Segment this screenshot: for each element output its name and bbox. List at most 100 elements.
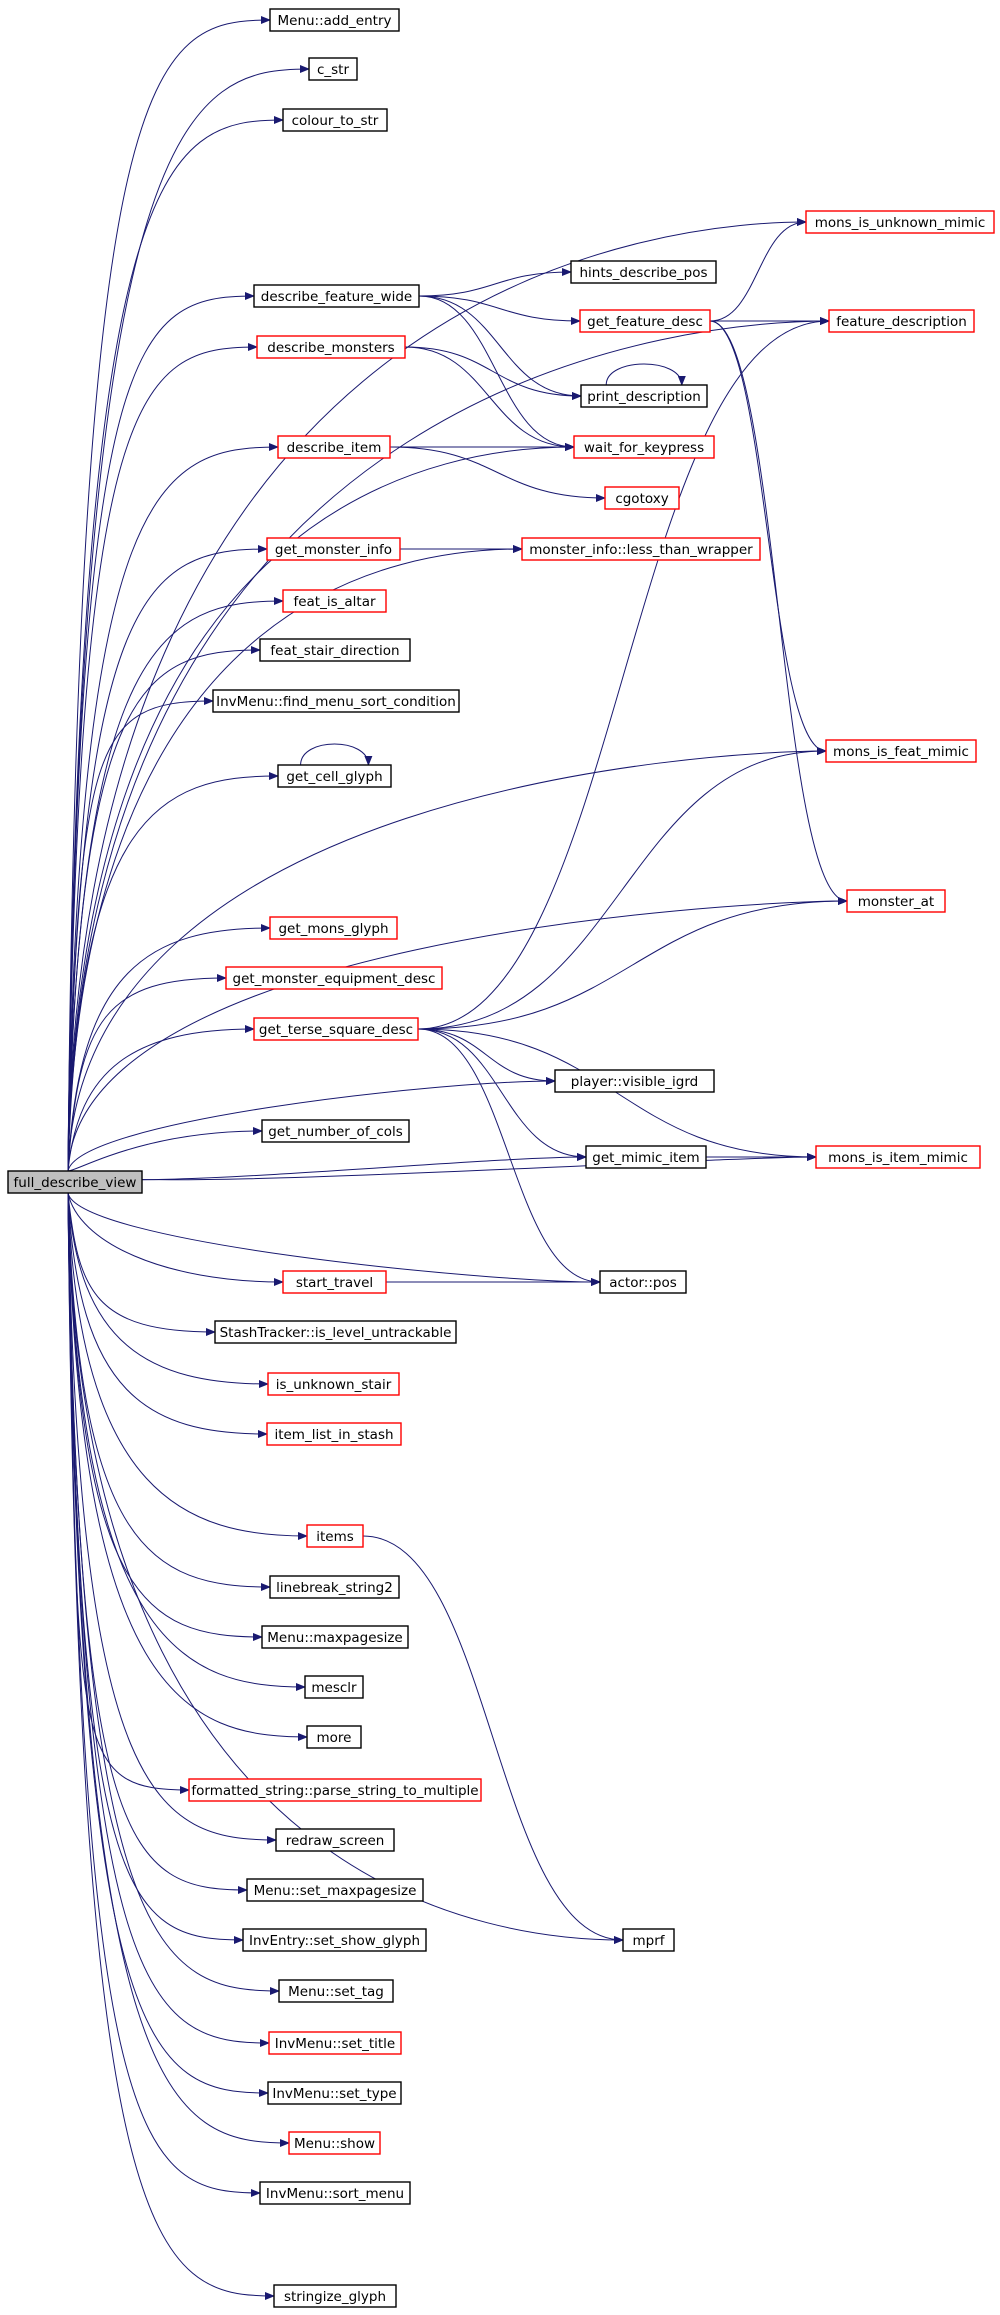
node-mons_is_feat_mimic[interactable]: mons_is_feat_mimic [825, 739, 977, 763]
node-label: get_monster_info [275, 542, 392, 558]
node-stashtracker_is_level_untrackable[interactable]: StashTracker::is_level_untrackable [214, 1320, 457, 1344]
node-colour_to_str[interactable]: colour_to_str [282, 108, 388, 132]
node-label: mprf [632, 1933, 665, 1949]
node-box [269, 1575, 400, 1599]
node-label: describe_monsters [267, 340, 394, 356]
edge-full_describe_view-to-get_mons_glyph [67, 924, 271, 1172]
node-label: is_unknown_stair [276, 1377, 392, 1393]
node-label: colour_to_str [292, 113, 379, 129]
node-box [253, 284, 420, 308]
node-label: InvMenu::set_title [275, 2036, 395, 2052]
node-redraw_screen[interactable]: redraw_screen [275, 1828, 395, 1852]
node-feature_description[interactable]: feature_description [828, 309, 975, 333]
node-actor_pos[interactable]: actor::pos [599, 1270, 687, 1294]
node-get_terse_square_desc[interactable]: get_terse_square_desc [253, 1017, 419, 1041]
node-label: mons_is_unknown_mimic [815, 215, 986, 231]
node-monster_info_less_than_wrapper[interactable]: monster_info::less_than_wrapper [521, 537, 761, 561]
node-label: actor::pos [609, 1275, 677, 1291]
edges-layer [67, 16, 848, 2300]
node-c_str[interactable]: c_str [308, 57, 358, 81]
node-box [282, 108, 388, 132]
edge-full_describe_view-to-get_monster_equipment_desc [67, 974, 227, 1172]
node-box [266, 1422, 402, 1446]
edge-get_terse_square_desc-to-mons_is_feat_mimic [417, 747, 827, 1030]
node-full_describe_view[interactable]: full_describe_view [7, 1170, 143, 1194]
node-mons_is_unknown_mimic[interactable]: mons_is_unknown_mimic [805, 210, 995, 234]
edge-print_description-to-print_description [605, 363, 686, 386]
node-invmenu_set_title[interactable]: InvMenu::set_title [268, 2031, 402, 2055]
edge-full_describe_view-to-monster_at [67, 897, 848, 1172]
node-items[interactable]: items [306, 1524, 364, 1548]
node-inventry_set_show_glyph[interactable]: InvEntry::set_show_glyph [242, 1928, 427, 1952]
node-box [579, 309, 711, 333]
node-feat_stair_direction[interactable]: feat_stair_direction [259, 638, 411, 662]
node-menu_show[interactable]: Menu::show [288, 2131, 381, 2155]
node-feat_is_altar[interactable]: feat_is_altar [282, 589, 387, 613]
node-box [805, 210, 995, 234]
node-print_description[interactable]: print_description [580, 384, 708, 408]
edge-full_describe_view-to-mesclr [67, 1192, 306, 1691]
node-player_visible_igrd[interactable]: player::visible_igrd [554, 1069, 715, 1093]
node-label: StashTracker::is_level_untrackable [220, 1325, 452, 1341]
node-invmenu_find_menu_sort_condition[interactable]: InvMenu::find_menu_sort_condition [212, 689, 460, 713]
node-label: monster_info::less_than_wrapper [529, 542, 753, 558]
node-cgotoxy[interactable]: cgotoxy [604, 486, 680, 510]
node-menu_set_tag[interactable]: Menu::set_tag [278, 1979, 394, 2003]
node-get_mimic_item[interactable]: get_mimic_item [585, 1145, 707, 1169]
node-describe_feature_wide[interactable]: describe_feature_wide [253, 284, 420, 308]
node-box [306, 1725, 362, 1749]
node-box [599, 1270, 687, 1294]
node-invmenu_set_type[interactable]: InvMenu::set_type [267, 2081, 402, 2105]
node-box [604, 486, 680, 510]
node-wait_for_keypress[interactable]: wait_for_keypress [573, 435, 715, 459]
edge-full_describe_view-to-player_visible_igrd [67, 1077, 556, 1172]
node-box [521, 537, 761, 561]
node-box [267, 2081, 402, 2105]
node-is_unknown_stair[interactable]: is_unknown_stair [267, 1372, 400, 1396]
node-describe_monsters[interactable]: describe_monsters [256, 335, 406, 359]
node-hints_describe_pos[interactable]: hints_describe_pos [570, 260, 717, 284]
node-describe_item[interactable]: describe_item [277, 435, 391, 459]
node-get_monster_equipment_desc[interactable]: get_monster_equipment_desc [225, 966, 443, 990]
node-box [573, 435, 715, 459]
node-menu_set_maxpagesize[interactable]: Menu::set_maxpagesize [246, 1878, 424, 1902]
node-label: Menu::set_maxpagesize [254, 1883, 417, 1899]
node-get_monster_info[interactable]: get_monster_info [266, 537, 401, 561]
node-box [308, 57, 358, 81]
node-box [7, 1170, 143, 1194]
edge-full_describe_view-to-menu_maxpagesize [67, 1192, 263, 1641]
node-get_feature_desc[interactable]: get_feature_desc [579, 309, 711, 333]
node-box [828, 309, 975, 333]
edge-full_describe_view-to-actor_pos [67, 1192, 601, 1286]
edge-full_describe_view-to-feat_stair_direction [67, 646, 261, 1172]
node-more[interactable]: more [306, 1725, 362, 1749]
node-menu_add_entry[interactable]: Menu::add_entry [269, 8, 400, 32]
node-linebreak_string2[interactable]: linebreak_string2 [269, 1575, 400, 1599]
node-box [282, 1270, 387, 1294]
node-box [580, 384, 708, 408]
node-start_travel[interactable]: start_travel [282, 1270, 387, 1294]
edge-full_describe_view-to-start_travel [67, 1192, 284, 1286]
node-menu_maxpagesize[interactable]: Menu::maxpagesize [261, 1625, 409, 1649]
node-mesclr[interactable]: mesclr [304, 1675, 364, 1699]
edge-full_describe_view-to-describe_monsters [67, 343, 258, 1172]
node-get_number_of_cols[interactable]: get_number_of_cols [261, 1119, 410, 1143]
edge-full_describe_view-to-invmenu_set_title [67, 1192, 270, 2047]
node-label: get_mons_glyph [278, 921, 388, 937]
node-mons_is_item_mimic[interactable]: mons_is_item_mimic [815, 1145, 981, 1169]
node-label: items [316, 1529, 354, 1545]
edge-describe_monsters-to-wait_for_keypress [404, 346, 575, 451]
node-stringize_glyph[interactable]: stringize_glyph [273, 2284, 397, 2308]
edge-get_feature_desc-to-mons_is_unknown_mimic [709, 218, 807, 322]
node-formatted_string_parse[interactable]: formatted_string::parse_string_to_multip… [188, 1778, 482, 1802]
node-mprf[interactable]: mprf [622, 1928, 675, 1952]
node-get_cell_glyph[interactable]: get_cell_glyph [277, 764, 392, 788]
node-get_mons_glyph[interactable]: get_mons_glyph [269, 916, 398, 940]
node-monster_at[interactable]: monster_at [846, 889, 946, 913]
edge-full_describe_view-to-invmenu_find_menu_sort_condition [67, 697, 214, 1172]
edge-full_describe_view-to-c_str [67, 65, 310, 1172]
node-invmenu_sort_menu[interactable]: InvMenu::sort_menu [259, 2181, 411, 2205]
node-box [261, 1119, 410, 1143]
node-item_list_in_stash[interactable]: item_list_in_stash [266, 1422, 402, 1446]
node-box [253, 1017, 419, 1041]
